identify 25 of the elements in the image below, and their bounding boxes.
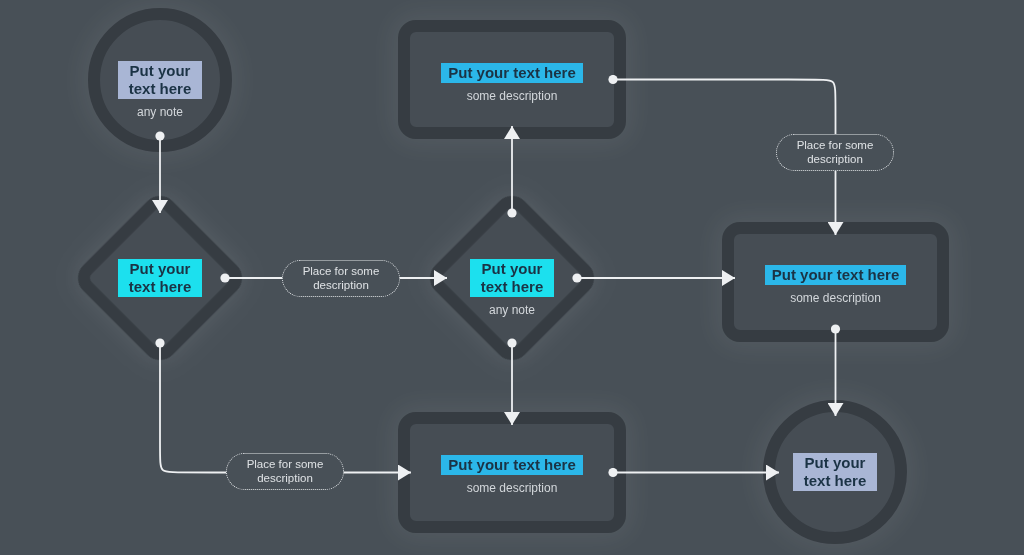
edge-label: Place for some description <box>282 259 400 297</box>
arrow <box>152 131 168 214</box>
node-title: Put your text here <box>118 61 202 99</box>
node-note: some description <box>466 89 558 103</box>
node-title: Put your text here <box>470 259 554 297</box>
process-box <box>398 20 626 139</box>
node-note: some description <box>790 291 881 305</box>
node-note: any note <box>136 105 183 119</box>
process-box <box>398 412 626 533</box>
edge-label: Place for some description <box>226 452 344 490</box>
node-title: Put your text here <box>441 455 583 475</box>
arrow <box>608 464 780 481</box>
node-title: Put your text here <box>764 265 907 285</box>
arrow <box>608 74 844 236</box>
process-box <box>722 222 949 342</box>
node-title: Put your text here <box>793 453 877 491</box>
node-note: some description <box>466 481 558 495</box>
node-title: Put your text here <box>118 259 202 297</box>
arrow <box>827 324 844 417</box>
arrow <box>504 338 520 426</box>
arrow <box>504 125 520 218</box>
node-note: any note <box>488 303 535 317</box>
edge-label: Place for some description <box>776 133 894 171</box>
arrow <box>572 270 736 286</box>
node-title: Put your text here <box>441 63 583 83</box>
